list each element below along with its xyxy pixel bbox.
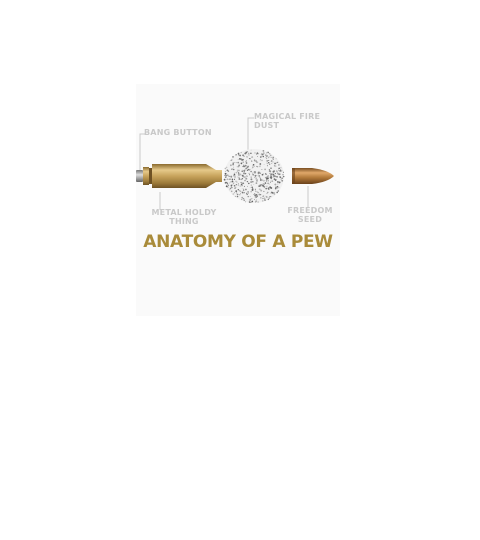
casing-shape	[143, 164, 222, 188]
dust-leader	[247, 117, 254, 150]
bullet-shape	[292, 168, 334, 184]
label-metal-holder: METAL HOLDY THING	[151, 208, 217, 226]
label-freedom-seed: FREEDOM SEED	[287, 206, 333, 224]
poster-title: ANATOMY OF A PEW	[143, 232, 333, 252]
leader-lines	[139, 117, 309, 210]
poster: BANG BUTTON MAGICAL FIRE DUST METAL HOLD…	[136, 84, 340, 316]
label-bang-button: BANG BUTTON	[144, 128, 212, 137]
bang-leader	[139, 133, 146, 170]
bullet-anatomy-illustration	[136, 117, 334, 210]
primer-shape	[136, 170, 143, 182]
label-fire-dust: MAGICAL FIRE DUST	[254, 112, 321, 130]
powder-pile	[223, 149, 285, 203]
